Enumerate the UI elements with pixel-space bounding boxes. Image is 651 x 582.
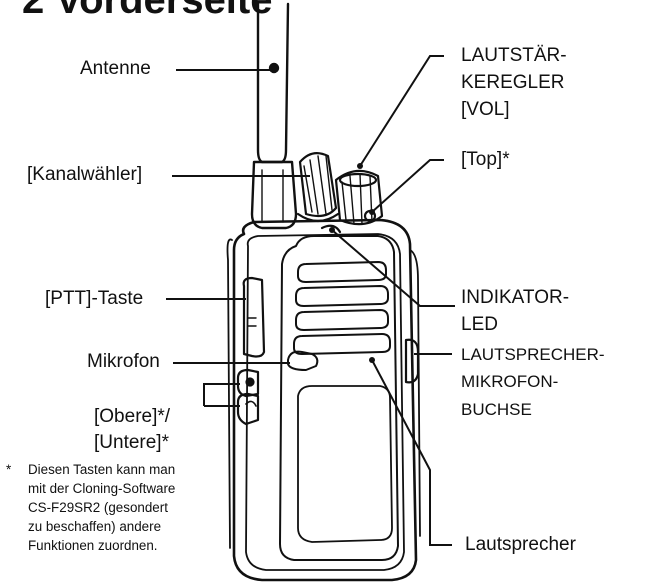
- label-loudspeaker: Lautsprecher: [465, 534, 576, 555]
- lower-panel: [297, 385, 393, 543]
- footnote-line: mit der Cloning-Software: [28, 481, 176, 496]
- speaker-mic-jack: [404, 338, 420, 384]
- page-heading: 2 Vorderseite: [22, 0, 273, 22]
- footnote-marker: *: [6, 462, 12, 477]
- ptt-button: [242, 276, 266, 358]
- leader-lines: [166, 55, 455, 546]
- leader-dots: [329, 163, 375, 363]
- speaker-grille: [293, 261, 391, 355]
- label-channel-selector: [Kanalwähler]: [27, 164, 143, 185]
- side-buttons: [236, 368, 260, 426]
- volume-knob: [334, 169, 384, 226]
- label-jack-line-1: LAUTSPRECHER-: [461, 345, 605, 364]
- footnote-line: Diesen Tasten kann man: [28, 462, 176, 477]
- label-upper-button: [Obere]*/: [94, 406, 171, 427]
- label-volume-line-1: LAUTSTÄR-: [461, 45, 567, 66]
- label-top-button: [Top]*: [461, 149, 510, 170]
- label-antenna: Antenne: [80, 58, 151, 79]
- front-panel: [279, 235, 399, 561]
- label-led-line-1: INDIKATOR-: [461, 287, 570, 308]
- label-jack-line-3: BUCHSE: [461, 400, 532, 419]
- footnote-line: Funktionen zuordnen.: [28, 538, 158, 553]
- label-volume-line-3: [VOL]: [461, 99, 510, 120]
- footnote-line: CS-F29SR2 (gesondert: [28, 500, 168, 515]
- footnote-line: zu beschaffen) andere: [28, 519, 162, 534]
- label-ptt-button: [PTT]-Taste: [45, 288, 144, 309]
- label-jack-line-2: MIKROFON-: [461, 372, 559, 391]
- antenna: [250, 2, 298, 230]
- label-led-line-2: LED: [461, 314, 498, 335]
- channel-selector-knob: [296, 151, 340, 223]
- indicator-led: [320, 224, 342, 234]
- microphone: [287, 350, 319, 371]
- label-volume-line-2: KEREGLER: [461, 72, 565, 93]
- radio-body: [226, 218, 421, 582]
- label-lower-button: [Untere]*: [94, 432, 169, 453]
- label-microphone: Mikrofon: [87, 351, 160, 372]
